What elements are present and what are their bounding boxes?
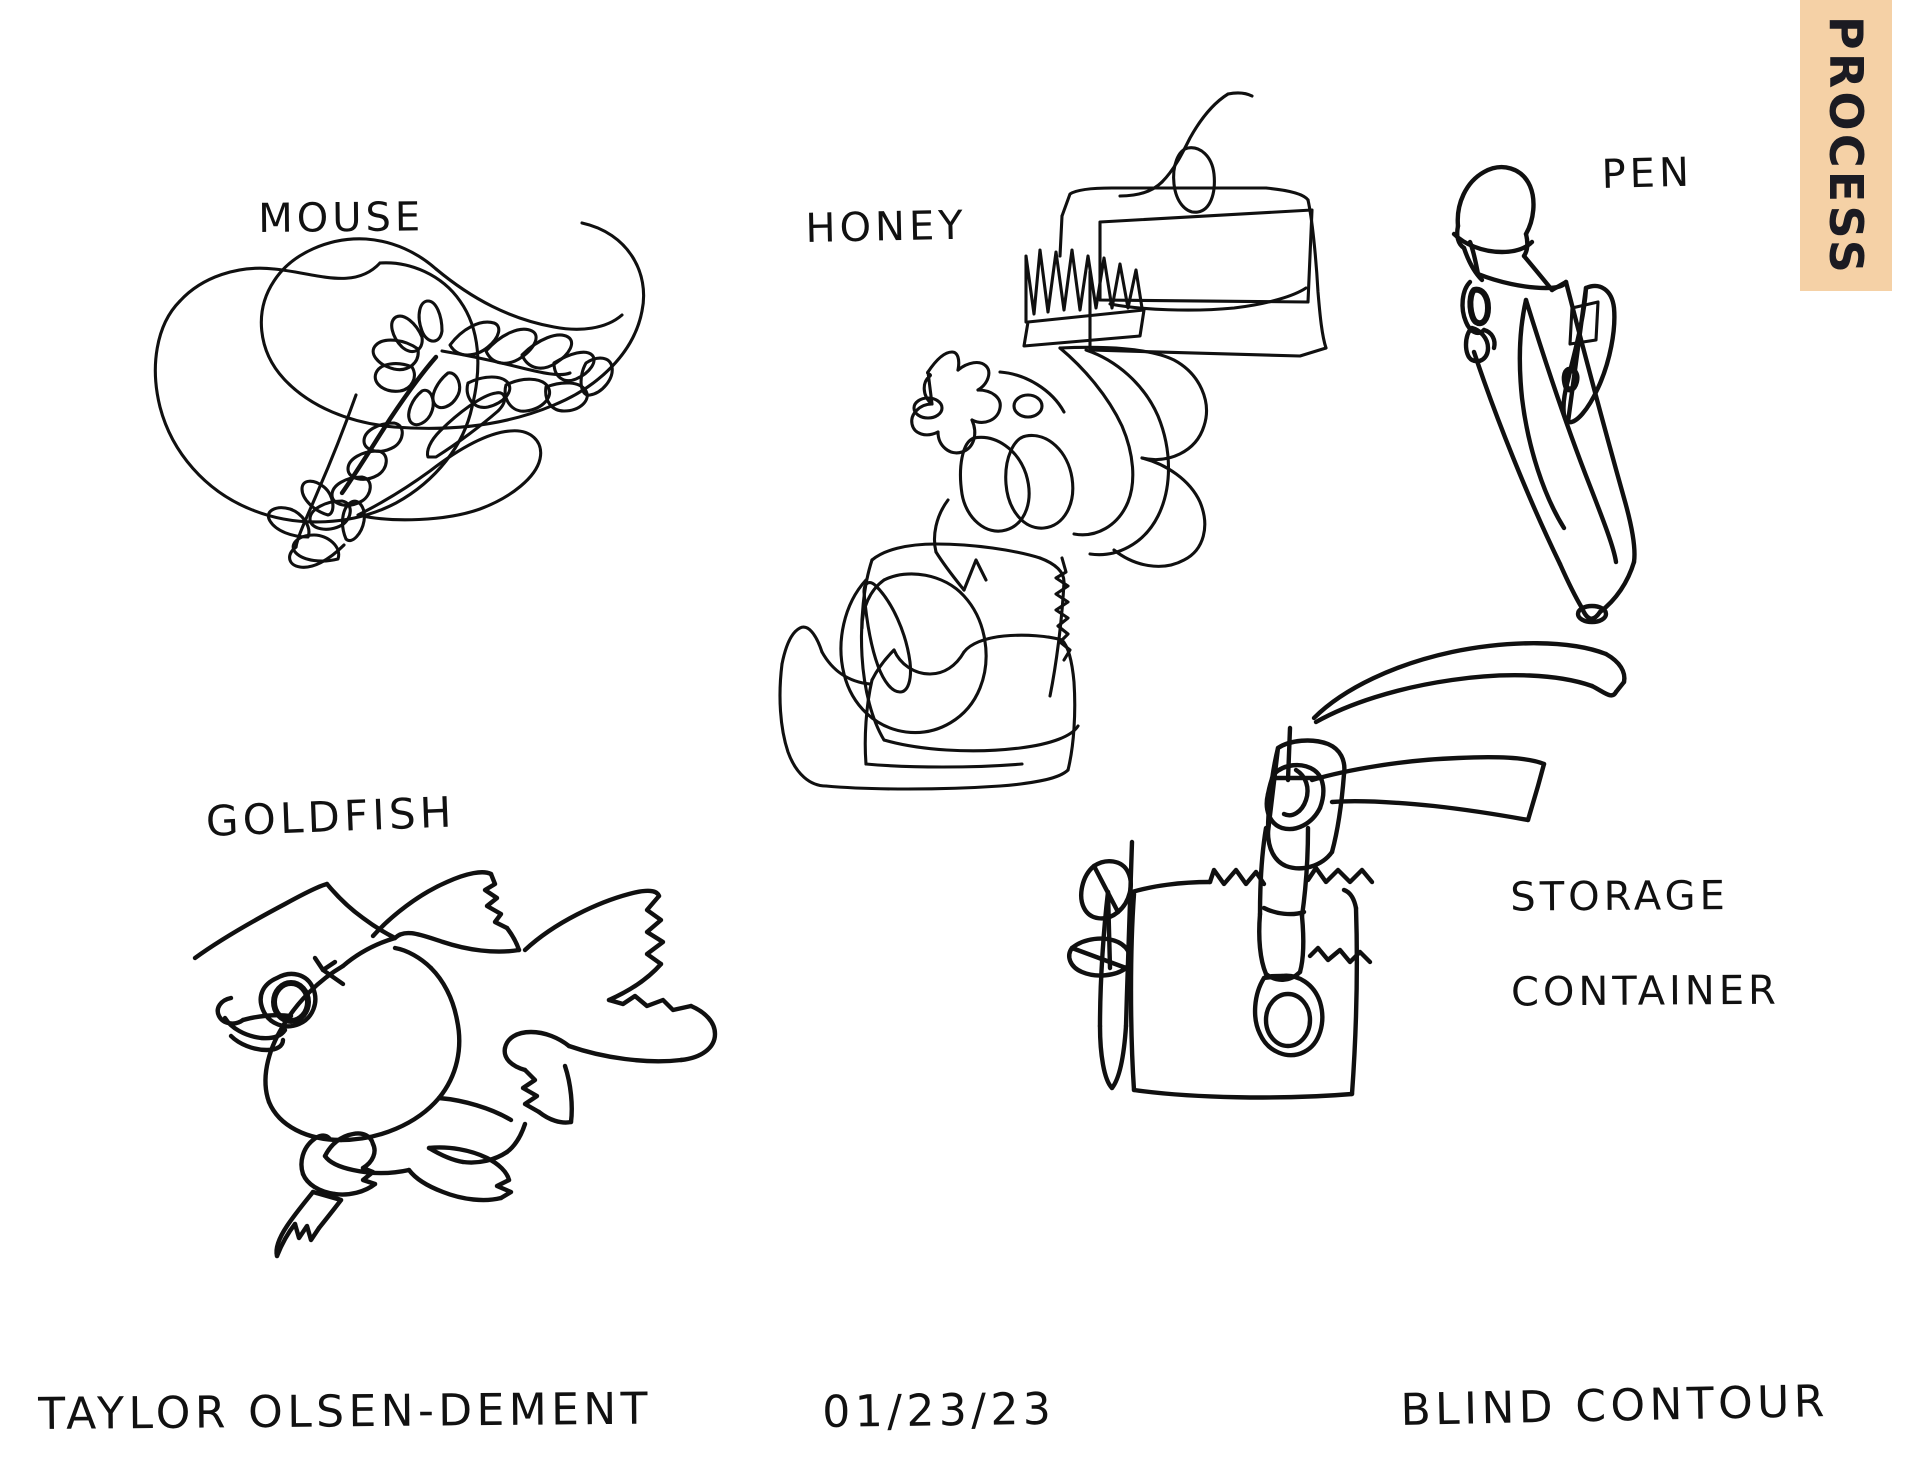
assignment-title: BLIND CONTOUR: [1400, 1376, 1830, 1436]
sketch-goldfish: [192, 840, 735, 1280]
sketch-pen: [1440, 130, 1700, 640]
label-honey: HONEY: [805, 202, 968, 252]
label-goldfish: GOLDFISH: [205, 787, 457, 846]
process-tab-label: PROCESS: [1819, 15, 1873, 276]
label-storage-line1: STORAGE: [1510, 873, 1729, 921]
sketch-honey: [760, 60, 1360, 791]
label-mouse: MOUSE: [258, 194, 425, 242]
sketch-mouse: [150, 215, 690, 569]
label-storage-line2: CONTAINER: [1510, 967, 1780, 1016]
label-pen: PEN: [1601, 149, 1694, 198]
label-storage-container: STORAGE CONTAINER: [1443, 826, 1780, 1064]
artist-name: TAYLOR OLSEN-DEMENT: [38, 1383, 653, 1440]
process-tab[interactable]: PROCESS: [1800, 0, 1892, 291]
date-text: 01/23/23: [822, 1383, 1056, 1438]
